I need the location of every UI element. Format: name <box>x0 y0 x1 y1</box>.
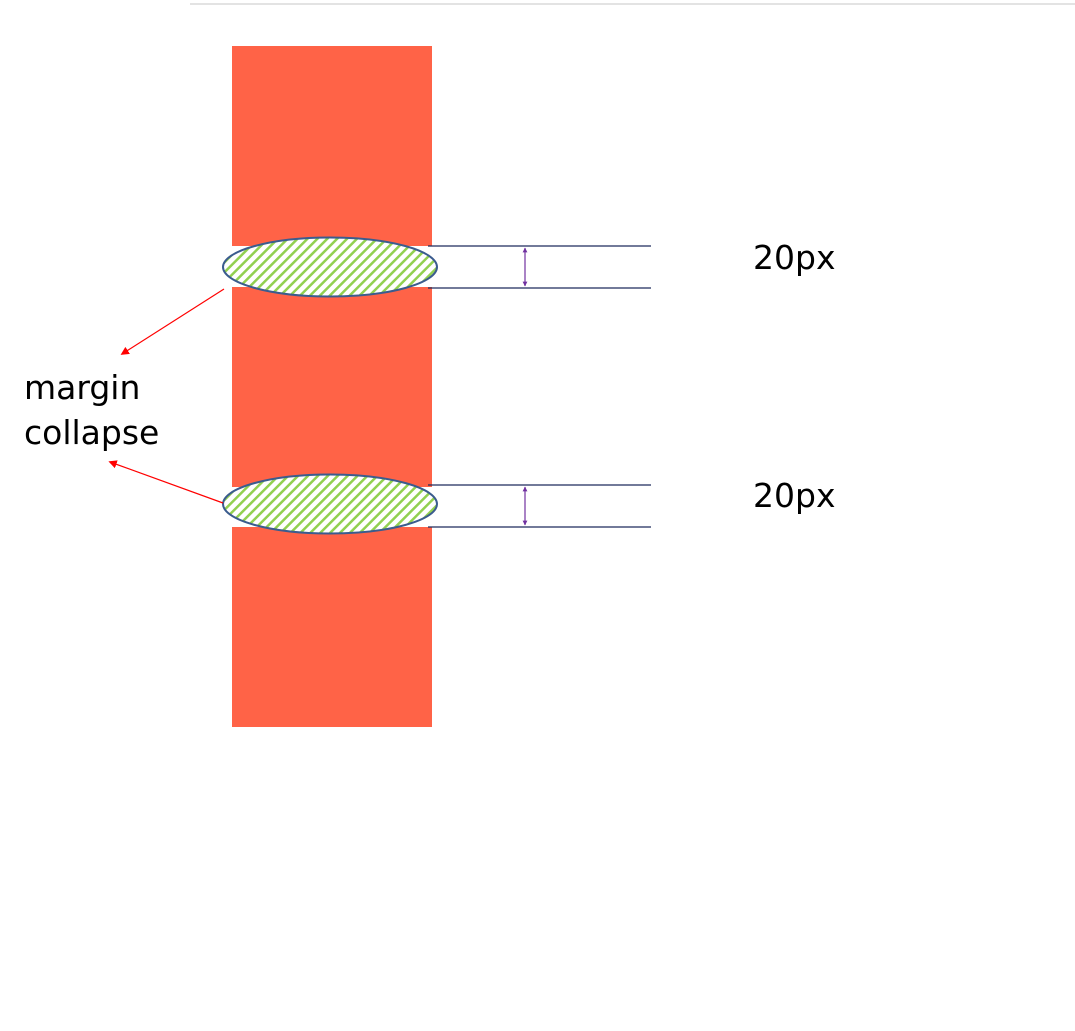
block-3 <box>232 527 432 727</box>
block-1 <box>232 46 432 246</box>
collapsed-margin-ellipse-1 <box>222 236 438 298</box>
gap-label-2: 20px <box>753 476 836 515</box>
annotation-line-1: margin <box>24 368 141 407</box>
collapsed-margin-ellipse-2 <box>222 473 438 535</box>
gap-label-1: 20px <box>753 238 836 277</box>
pointer-arrow-1 <box>120 288 225 355</box>
block-2 <box>232 287 432 487</box>
annotation-line-2: collapse <box>24 413 160 452</box>
pointer-arrow-2 <box>108 460 224 504</box>
